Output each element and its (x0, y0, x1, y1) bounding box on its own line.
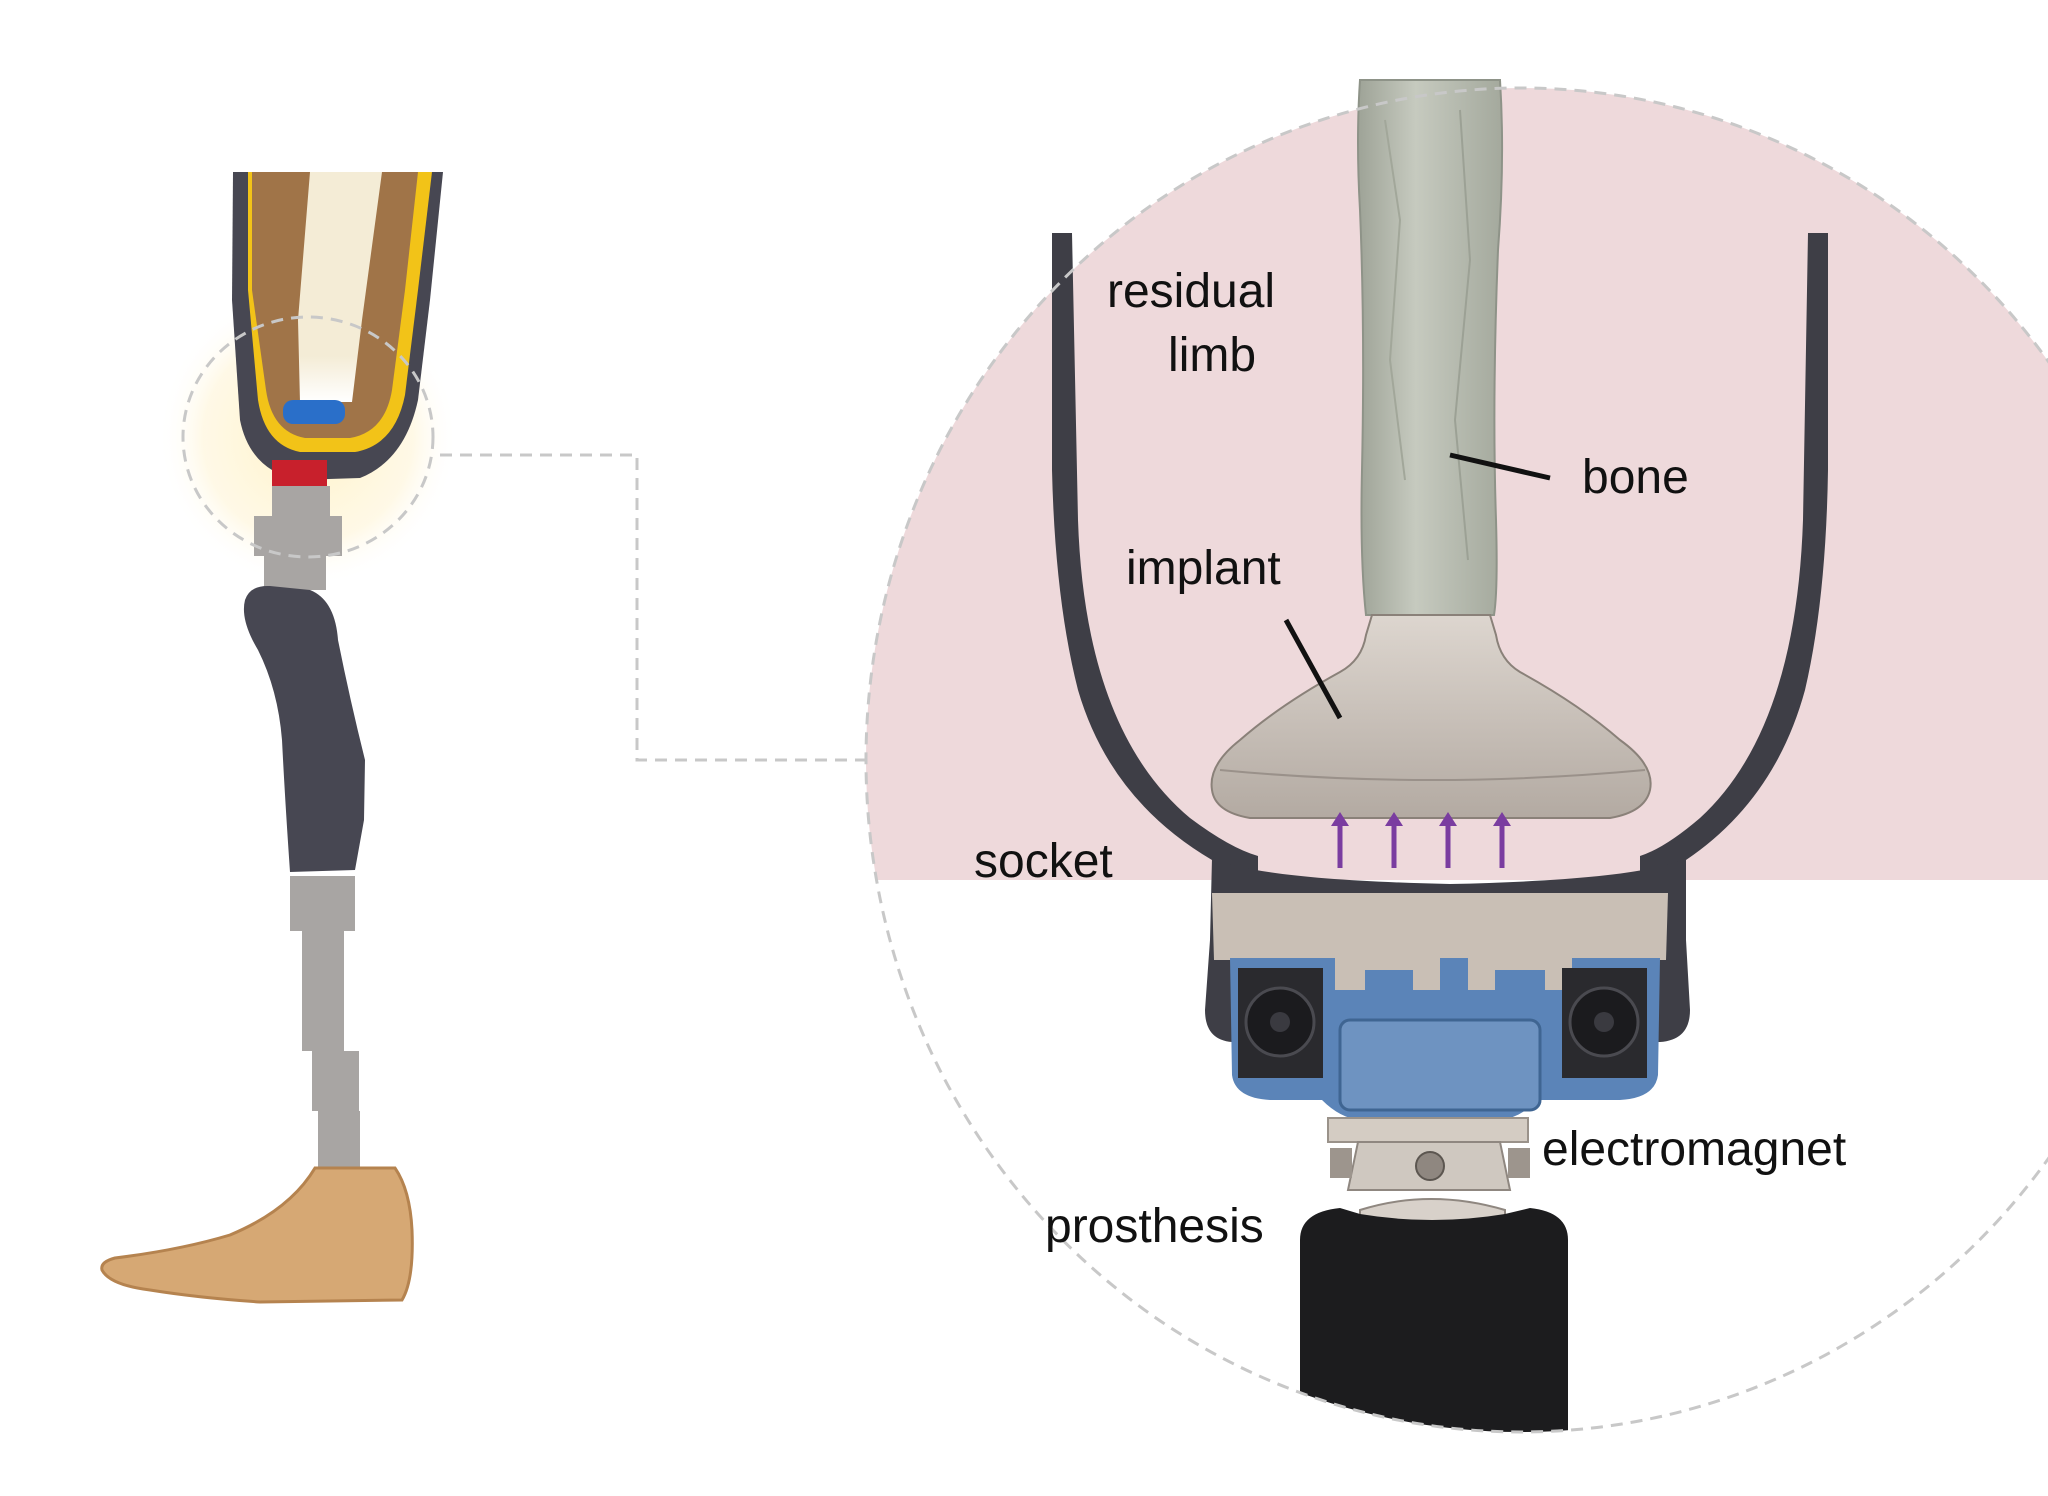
connector-upper (272, 486, 330, 518)
implant-leader-line (1283, 618, 1343, 720)
force-arrow-head (1385, 812, 1403, 826)
right-fan (1562, 968, 1647, 1078)
bone-texture (1384, 119, 1406, 481)
pylon-top (290, 876, 355, 931)
zoom-frame-circle (864, 86, 2048, 1434)
bone-texture (1453, 109, 1472, 561)
prosthesis-body (1300, 1208, 1568, 1432)
label-residual-limb-line1: residual (1107, 265, 1276, 318)
zoom-connector-line (440, 453, 866, 762)
connector-middle (254, 516, 342, 556)
zoom-view (864, 79, 2048, 1434)
label-residual-limb-line2: limb (1168, 329, 1257, 382)
socket-beige-ring (1212, 893, 1668, 960)
label-implant: implant (1126, 542, 1281, 595)
electromagnet-plate (1327, 1117, 1529, 1143)
pylon-tube-1 (302, 931, 344, 1051)
prosthetic-foot (100, 1166, 414, 1304)
implant (1210, 614, 1652, 819)
prosthesis-dome (1359, 1198, 1506, 1225)
electromagnet-marker (272, 460, 327, 486)
bone (1357, 79, 1504, 616)
label-socket: socket (974, 835, 1113, 888)
label-electromagnet: electromagnet (1542, 1123, 1847, 1176)
zoom-source-circle (181, 315, 435, 559)
implant-marker (283, 400, 345, 424)
label-residual-limb: residual limb (1107, 260, 1275, 388)
pylon-joint (312, 1051, 359, 1111)
residual-limb-bone (298, 172, 382, 402)
force-arrow-head (1493, 812, 1511, 826)
electromagnet-teeth-left (1330, 1148, 1352, 1178)
label-bone: bone (1582, 451, 1689, 504)
bone-leader-line (1449, 452, 1551, 481)
pylon-tube-2 (318, 1111, 360, 1171)
electromagnet-teeth-right (1508, 1148, 1530, 1178)
label-prosthesis: prosthesis (1045, 1200, 1264, 1253)
force-arrow-head (1331, 812, 1349, 826)
implant-rim (1219, 769, 1646, 781)
electromagnet-bolt (1415, 1151, 1445, 1181)
socket-bottom-tissue (1215, 868, 1680, 880)
prosthetic-shank (243, 585, 365, 872)
connector-lower (264, 556, 326, 590)
leg-illustration (100, 172, 458, 1304)
magnetic-force-arrows (1331, 812, 1511, 868)
force-arrow-head (1439, 812, 1457, 826)
mount-castellation (1335, 958, 1572, 990)
mount-center-block (1338, 1018, 1542, 1112)
left-fan (1238, 968, 1323, 1078)
